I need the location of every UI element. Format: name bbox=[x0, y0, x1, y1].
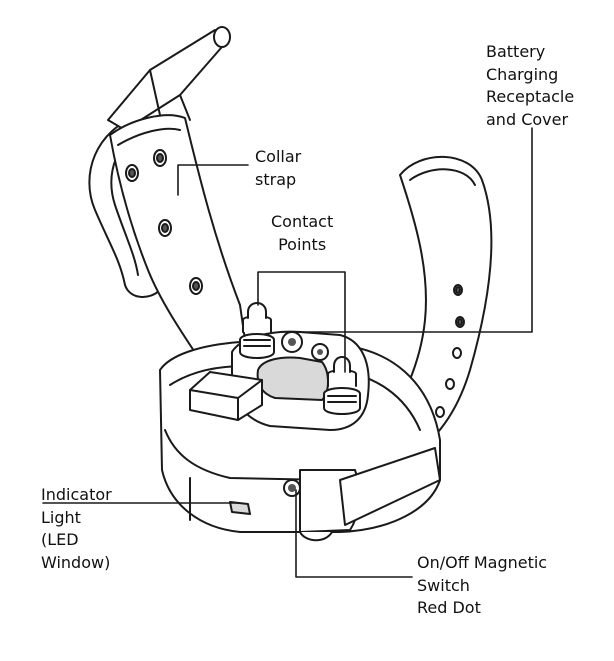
label-battery: Battery Charging Receptacle and Cover bbox=[486, 42, 575, 129]
leader-battery bbox=[281, 127, 533, 333]
strap-back-loop bbox=[88, 114, 161, 298]
label-contact-points: Contact Points bbox=[271, 212, 334, 254]
contact-point-right bbox=[323, 356, 361, 415]
strap-hole-r3 bbox=[452, 347, 462, 359]
leader-switch bbox=[295, 489, 413, 578]
buckle-tongue bbox=[179, 94, 191, 121]
collar-strap-left bbox=[109, 114, 246, 361]
leader-contact-points bbox=[257, 271, 346, 373]
label-collar-strap: Collar strap bbox=[255, 147, 302, 189]
strap-hole-r5 bbox=[435, 406, 445, 418]
strap-hole-r4 bbox=[445, 378, 455, 390]
contact-point-left bbox=[239, 302, 275, 359]
led-window bbox=[229, 501, 251, 515]
label-indicator: Indicator Light (LED Window) bbox=[41, 485, 112, 572]
label-switch: On/Off Magnetic Switch Red Dot bbox=[417, 553, 548, 617]
leader-collar-strap bbox=[177, 164, 249, 196]
buckle-bar bbox=[149, 69, 161, 116]
battery-cover bbox=[339, 447, 441, 526]
